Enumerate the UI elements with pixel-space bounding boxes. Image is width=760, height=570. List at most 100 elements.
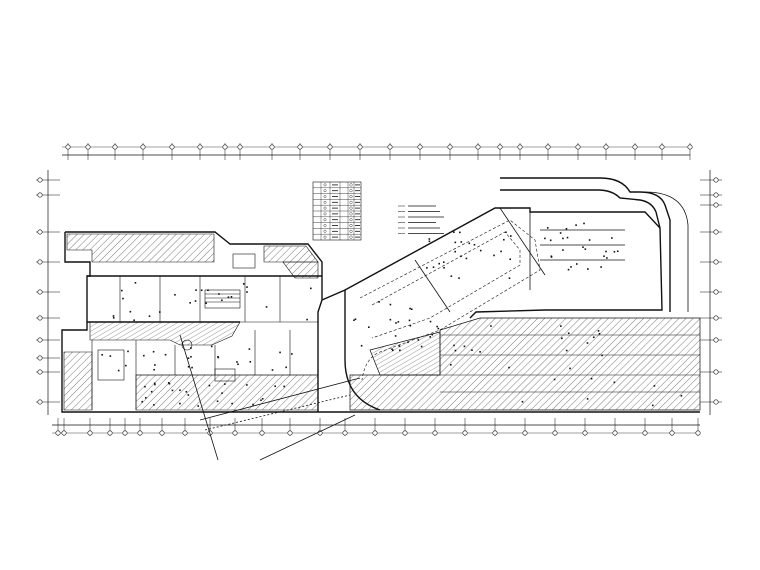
grid-bubble [137, 418, 143, 436]
grid-bubble [297, 143, 303, 160]
device-dot [205, 302, 207, 305]
hatched-parking-zone [349, 317, 701, 411]
device-dot [510, 235, 512, 237]
device-dot [279, 351, 281, 354]
device-dot [153, 382, 156, 385]
device-dot [122, 297, 124, 300]
grid-bubble [232, 418, 238, 436]
device-dot [283, 385, 285, 388]
device-dot [509, 258, 512, 261]
device-dot [246, 291, 248, 293]
device-dot [246, 286, 248, 288]
grid-bubble [237, 143, 243, 160]
grid-bubble [65, 143, 71, 160]
device-dot [237, 363, 239, 366]
device-dot [471, 349, 473, 352]
grid-bubble [417, 143, 423, 160]
device-dot [274, 385, 276, 388]
grid-bubble [259, 418, 265, 436]
device-dot [207, 289, 209, 292]
device-dot [187, 394, 190, 396]
grid-bubble [545, 143, 551, 160]
device-dot [271, 369, 274, 371]
grid-bubble [432, 418, 438, 436]
device-dot [651, 404, 654, 407]
grid-bubble [87, 418, 93, 436]
device-dot [354, 318, 357, 321]
grid-bubble [122, 418, 128, 436]
device-dot [479, 351, 481, 353]
grid-bubble [317, 418, 323, 436]
frame-lines [47, 170, 711, 415]
grid-bubble [700, 337, 722, 343]
device-dot [164, 353, 167, 356]
device-dot [420, 345, 423, 348]
device-dot [453, 231, 455, 233]
grid-bubble [357, 143, 363, 160]
grid-bubble [700, 192, 722, 198]
device-dot [490, 325, 492, 327]
device-dot [249, 361, 252, 363]
device-dot [588, 239, 591, 241]
device-dot [127, 350, 129, 353]
device-dot [479, 249, 482, 252]
device-dot [569, 367, 571, 370]
device-dot [508, 277, 511, 279]
device-dot [368, 326, 370, 328]
device-dot [680, 394, 683, 397]
device-dot [565, 349, 568, 352]
device-dot [454, 250, 457, 253]
device-dot [399, 349, 401, 352]
device-dot [167, 382, 170, 384]
grid-bubble [169, 143, 175, 160]
device-dot [291, 353, 293, 355]
device-dot [601, 354, 603, 357]
device-dot [428, 240, 431, 243]
device-dot [431, 333, 434, 336]
device-dot [144, 385, 146, 388]
device-dot [454, 349, 457, 352]
device-dot [179, 389, 181, 392]
device-dot [153, 404, 155, 406]
device-dot [310, 287, 312, 290]
device-dot [567, 268, 570, 271]
device-dot [285, 366, 287, 369]
device-dot [508, 366, 510, 369]
device-dot [429, 336, 432, 338]
device-dot [231, 402, 233, 405]
device-dot [417, 339, 420, 341]
device-dot [587, 268, 589, 270]
device-dot [562, 249, 564, 251]
device-dot [389, 318, 392, 321]
device-dot [410, 308, 413, 311]
device-dot [460, 241, 463, 243]
device-dot [505, 231, 507, 234]
grid-bubble [447, 143, 453, 160]
grid-bubble [107, 418, 113, 436]
device-dot [125, 364, 127, 367]
device-dot [187, 365, 190, 368]
grid-bubble [669, 418, 675, 436]
device-dot [606, 257, 608, 259]
device-dot [353, 319, 355, 322]
device-dot [597, 330, 600, 332]
device-dot [546, 227, 549, 229]
grid-bubble [159, 418, 165, 436]
device-dot [378, 301, 380, 303]
ramp-solid-lines [414, 207, 625, 313]
device-dot [389, 303, 392, 306]
grid-bubble [659, 143, 665, 160]
device-dot [590, 377, 593, 380]
device-dot [153, 368, 155, 371]
device-dot [117, 369, 120, 372]
device-dot [582, 246, 584, 248]
device-dot [443, 266, 445, 269]
device-dot [360, 344, 363, 347]
grid-bubble [700, 369, 722, 375]
grid-bubble [462, 418, 468, 436]
device-dot [217, 356, 220, 359]
device-dot [398, 345, 401, 347]
grid-bubble [552, 418, 558, 436]
device-dot [129, 310, 132, 313]
device-dot [586, 398, 589, 400]
